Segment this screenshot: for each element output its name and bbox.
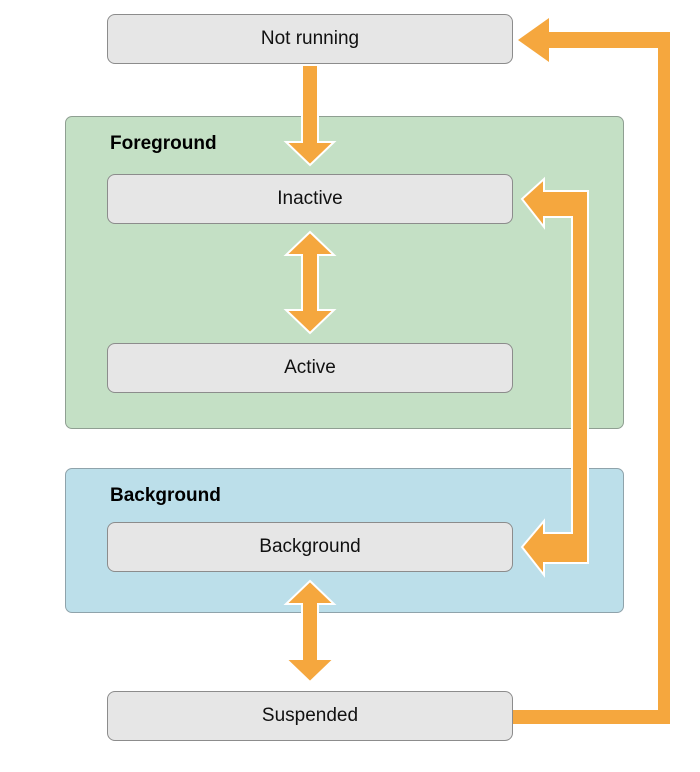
- state-background: Background: [107, 522, 513, 572]
- arrow-background-suspended: [283, 579, 337, 684]
- arrow-inactive-active: [283, 230, 337, 335]
- arrow-not-running-to-inactive: [283, 64, 337, 167]
- state-not-running: Not running: [107, 14, 513, 64]
- background-region-label: Background: [110, 485, 221, 506]
- arrow-bracket-background-inactive: [520, 176, 589, 578]
- state-active: Active: [107, 343, 513, 393]
- state-inactive: Inactive: [107, 174, 513, 224]
- state-suspended: Suspended: [107, 691, 513, 741]
- arrow-suspended-to-not-running: [513, 18, 670, 724]
- foreground-label: Foreground: [110, 133, 217, 154]
